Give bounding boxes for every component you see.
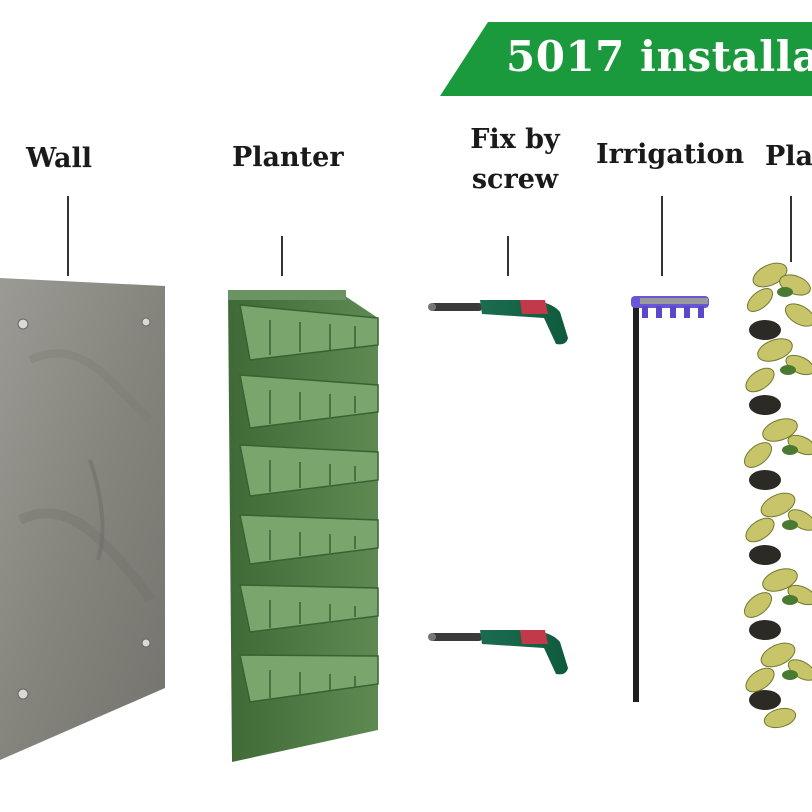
- screw-gun-top: [428, 300, 568, 344]
- wall-anchor: [142, 639, 150, 647]
- wall-anchor: [18, 689, 28, 699]
- planter-module: [228, 290, 378, 762]
- screw-gun-bottom: [428, 630, 568, 674]
- wall-anchor: [142, 318, 150, 326]
- wall-anchor: [18, 319, 28, 329]
- irrigation-pipe: [631, 296, 709, 702]
- wall-panel: [0, 278, 165, 760]
- plant-column: [740, 258, 812, 731]
